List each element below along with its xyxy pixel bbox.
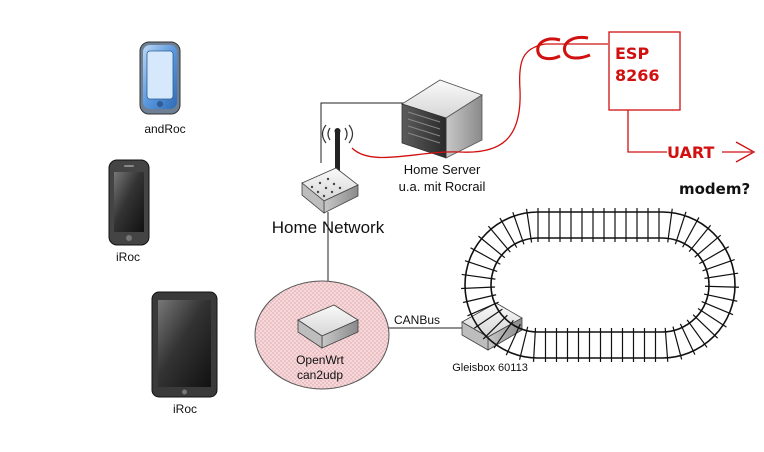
gleisbox-device-icon [461, 302, 523, 351]
track-sleeper [703, 293, 738, 302]
openwrt-label-line1: OpenWrt [296, 353, 344, 367]
track-sleeper [478, 235, 506, 259]
track-sleeper [672, 326, 683, 360]
androc-label: andRoc [144, 122, 185, 136]
track-sleeper [518, 326, 529, 360]
tablet-icon [151, 291, 218, 398]
track-sleeper [702, 258, 735, 272]
track-sleeper [470, 247, 501, 265]
track-sleeper [704, 285, 739, 288]
esp-label-line1: ESP [615, 44, 649, 63]
red-annotations [351, 31, 756, 163]
track-sleeper [686, 319, 708, 348]
track-sleeper [532, 327, 537, 362]
track-sleeper [464, 260, 498, 273]
track-sleeper [487, 225, 511, 253]
track-sleeper [493, 319, 514, 349]
iroc-tablet-label: iRoc [173, 402, 197, 416]
modem-label: modem? [679, 180, 750, 198]
scribble-c1 [536, 37, 561, 61]
track-sleeper [467, 301, 499, 317]
track-sleeper [473, 308, 503, 329]
track-sleeper [505, 323, 521, 356]
track-sleeper [664, 327, 669, 362]
track-sleeper [482, 314, 508, 340]
openwrt-label-line2: can2udp [297, 368, 343, 382]
canbus-label: CANBus [394, 313, 440, 327]
android-phone-icon [139, 41, 181, 115]
track-sleeper [697, 308, 727, 328]
uart-connector-line [627, 110, 667, 153]
iroc-phone-label: iRoc [116, 250, 140, 264]
track-inner-rail [490, 237, 710, 333]
track-sleeper [525, 208, 533, 243]
track-sleeper [462, 294, 497, 304]
track-sleeper [701, 301, 734, 316]
home-server-label-line1: Home Server [404, 162, 481, 177]
track-sleeper [688, 224, 712, 253]
track-outer-rail [464, 211, 736, 359]
wireless-router-icon [301, 124, 359, 214]
track-sleeper [682, 217, 700, 248]
track-sleeper [674, 211, 687, 245]
server-link-line [320, 102, 405, 163]
gleisbox-label: Gleisbox 60113 [452, 362, 528, 374]
track-sleeper [692, 314, 719, 339]
esp8266-box [608, 31, 681, 111]
track-sleeper [461, 286, 496, 290]
track-sleeper [499, 217, 518, 248]
track-sleeper [704, 272, 739, 279]
hand-drawn-wire [351, 43, 608, 159]
home-server-label-line2: u.a. mit Rocrail [399, 179, 486, 194]
home-network-label: Home Network [272, 218, 385, 237]
server-icon [401, 79, 483, 159]
track-oval-icon [461, 208, 739, 362]
track-sleeper [699, 246, 730, 265]
track-sleeper [512, 212, 525, 245]
uart-arrow-head [735, 141, 756, 163]
track-sleeper [694, 234, 722, 258]
uart-label: UART [667, 143, 714, 162]
openwrt-device-icon [297, 304, 359, 349]
track-sleeper [461, 273, 496, 280]
track-sleeper [667, 208, 673, 243]
esp-label-line2: 8266 [615, 66, 660, 85]
iphone-icon [108, 159, 150, 246]
scribble-c2 [562, 35, 591, 60]
track-sleeper [679, 323, 696, 355]
